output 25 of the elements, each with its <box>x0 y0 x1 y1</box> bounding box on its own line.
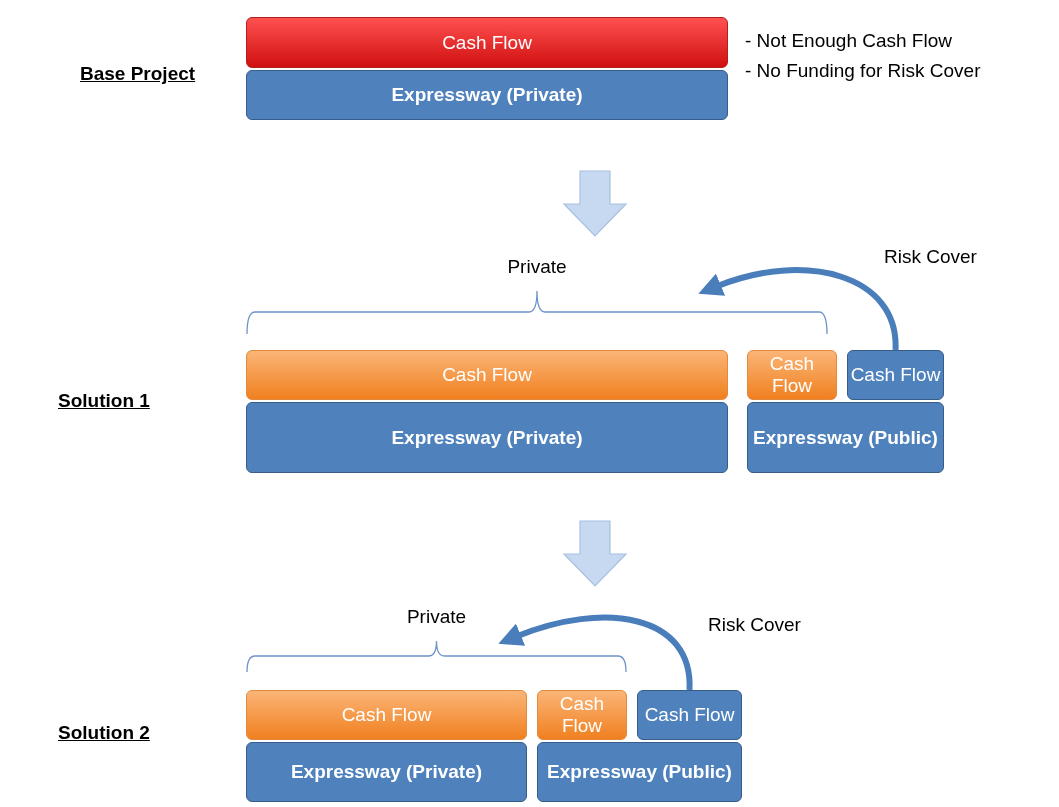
curved-arrow <box>498 614 693 691</box>
section-heading: Base Project <box>80 63 196 85</box>
cash-flow-bar: Cash Flow <box>537 690 627 740</box>
note-text: Risk Cover <box>884 246 977 268</box>
note-text: Risk Cover <box>708 614 801 636</box>
expressway-bar: Expressway (Private) <box>246 742 527 802</box>
expressway-bar: Expressway (Public) <box>747 402 944 473</box>
cash-flow-bar: Cash Flow <box>246 690 527 740</box>
cash-flow-bar: Cash Flow <box>747 350 837 400</box>
section-heading: Solution 2 <box>58 722 150 744</box>
note-text: - Not Enough Cash Flow <box>745 30 952 52</box>
bracket-label: Private <box>507 256 567 278</box>
curly-bracket <box>246 640 627 672</box>
expressway-bar: Expressway (Private) <box>246 70 728 120</box>
curly-bracket <box>246 290 828 334</box>
expressway-bar: Expressway (Private) <box>246 402 728 473</box>
note-text: - No Funding for Risk Cover <box>745 60 981 82</box>
expressway-bar: Cash Flow <box>847 350 944 400</box>
expressway-bar: Cash Flow <box>637 690 742 740</box>
cash-flow-bar: Cash Flow <box>246 350 728 400</box>
cash-flow-bar: Cash Flow <box>246 17 728 68</box>
curved-arrow <box>698 267 899 351</box>
section-heading: Solution 1 <box>58 390 150 412</box>
bracket-label: Private <box>406 606 467 628</box>
expressway-bar: Expressway (Public) <box>537 742 742 802</box>
